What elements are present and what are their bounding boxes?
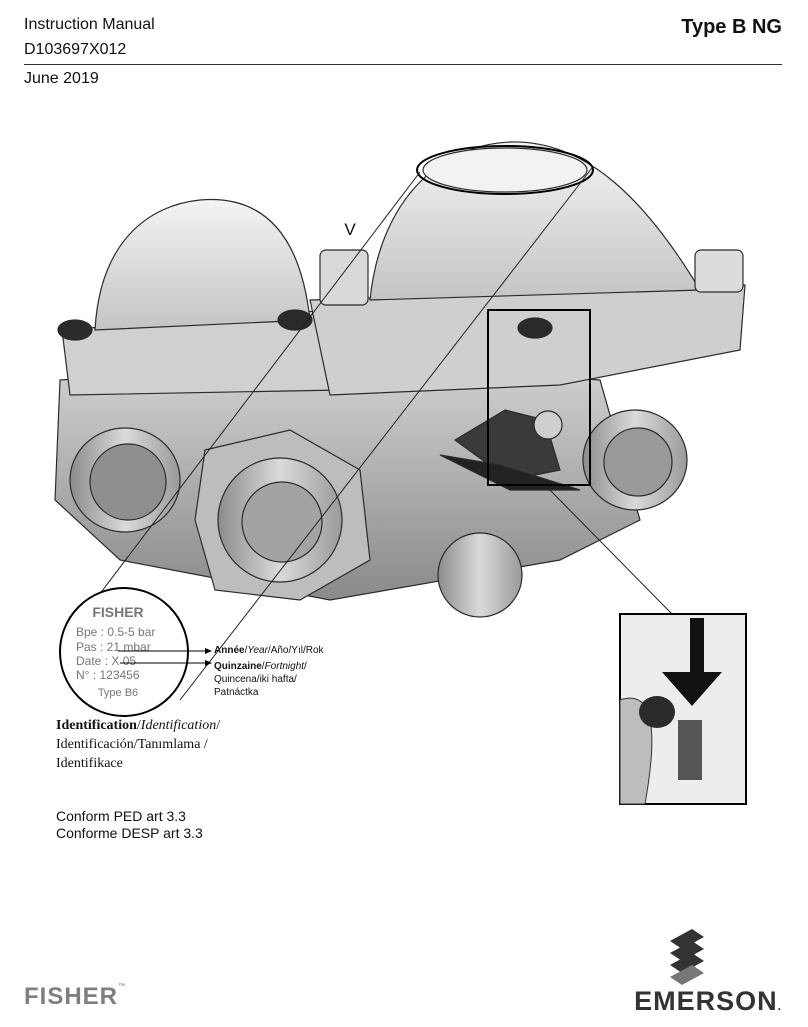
leader-line-right [179,167,593,701]
doc-number: D103697X012 [24,41,127,58]
fisher-logo: FISHER™ [24,983,126,1010]
regulator-body [54,141,746,618]
emerson-logo: EMERSON. [592,927,782,1017]
marking-highlight-ellipse [416,145,594,195]
identification-caption: Identification/Identification/ Identific… [56,718,221,771]
nameplate-number: N° : 123456 [76,668,140,682]
nameplate-date: Date : X 05 [76,654,136,668]
conformity-line-1: Conform PED art 3.3 [56,808,186,824]
doc-type: Instruction Manual [24,16,155,33]
lever-highlight-box [487,309,591,486]
product-title: Type B NG [681,16,782,38]
nameplate-bpe: Bpe : 0.5-5 bar [76,625,155,639]
emerson-mark-icon [670,929,704,985]
nameplate-pas: Pas : 21 mbar [76,640,151,654]
header-divider [24,64,782,65]
nameplate-brand: FISHER [92,604,143,620]
lever-inset-detail [619,613,747,805]
leader-line-left [79,171,421,621]
nameplate-detail: FISHER Bpe : 0.5-5 bar Pas : 21 mbar Dat… [59,587,212,717]
conformity-line-2: Conforme DESP art 3.3 [56,825,203,841]
conformity-statement: Conform PED art 3.3 Conforme DESP art 3.… [56,808,203,842]
vent-label: V [344,220,356,239]
callout-year: Année/Year/Año/Yıl/Rok [214,645,324,656]
callout-fortnight: Quinzaine/Fortnight/ Quincena/iki hafta/… [214,661,307,698]
publication-date: June 2019 [24,70,99,87]
leader-line-inset [544,484,673,615]
regulator-illustration: V FISHER Bpe : 0.5-5 bar Pas : 21 mbar D… [54,141,747,805]
nameplate-type: Type B6 [98,687,138,699]
